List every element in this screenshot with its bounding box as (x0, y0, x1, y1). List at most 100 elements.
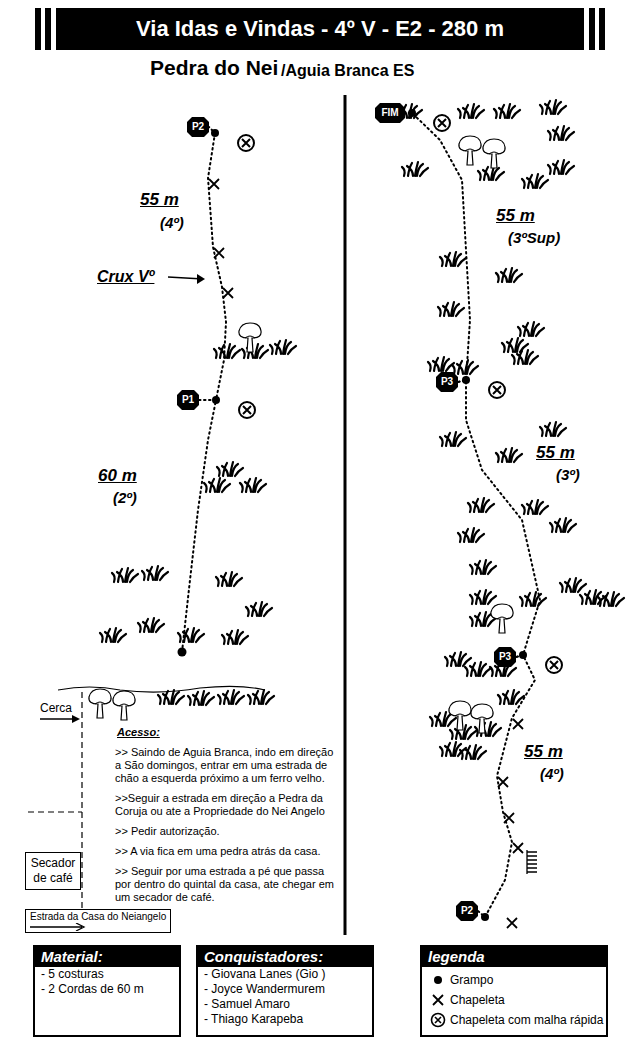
malha-symbol (432, 1014, 445, 1027)
belay-station: P1 (177, 390, 199, 410)
grass-tuft (452, 360, 478, 374)
pitch-grade: (3º) (556, 466, 580, 483)
route-line (478, 655, 535, 917)
grass-tuft (458, 528, 484, 542)
map-box: Estrada da Casa do Neiangelo (25, 909, 171, 933)
grass-tuft (598, 592, 624, 606)
grass-tuft (402, 162, 428, 176)
access-note: >> Saindo de Aguia Branca, indo em direç… (115, 746, 340, 785)
station-name: P1 (177, 390, 199, 410)
box-text: Estrada da Casa do Neiangelo (30, 911, 166, 923)
label: Pedra do Nei (150, 56, 278, 80)
panel-line: - Samuel Amaro (198, 997, 372, 1012)
panel-line: - Giovana Lanes (Gio ) (198, 967, 372, 982)
box-text: Secador de café (28, 856, 78, 886)
octagon-outline (456, 901, 478, 921)
grass-tuft (580, 590, 606, 604)
road-arrow-line (30, 923, 84, 931)
station-name: P3 (436, 372, 458, 392)
belay-station: FIM (375, 103, 405, 123)
grass-tuft (470, 560, 496, 574)
grass-tuft (218, 690, 244, 704)
octagon-outline (494, 647, 516, 667)
pitch-length: 55 m (524, 742, 563, 762)
grass-tuft (440, 742, 466, 756)
route-line (458, 380, 540, 657)
route-line (405, 113, 470, 382)
grass-tuft (204, 478, 230, 492)
legend-symbol (430, 1012, 446, 1028)
panel-heading: Conquistadores: (198, 947, 372, 967)
station-name: P3 (494, 647, 516, 667)
malha-symbol-x (435, 1017, 441, 1023)
chapeleta-symbol (433, 995, 443, 1005)
belay-station: P2 (187, 117, 209, 137)
grass-tuft (240, 478, 266, 492)
label: Cerca (40, 701, 72, 715)
label: /Aguia Branca ES (281, 62, 414, 80)
label: Crux Vº (97, 268, 154, 286)
pitch-grade: (2º) (113, 489, 137, 506)
info-panel: Conquistadores:- Giovana Lanes (Gio )- J… (196, 945, 374, 1037)
grass-tuft (470, 590, 496, 604)
grass-tuft (522, 174, 548, 188)
label: Acesso: (117, 726, 160, 738)
legend-text: Chapeleta (450, 993, 505, 1007)
pitch-grade: (3ºSup) (508, 229, 560, 246)
access-note: >> Seguir por uma estrada a pé que passa… (115, 865, 340, 904)
belay-station: P3 (436, 372, 458, 392)
legend-text: Chapeleta com malha rápida (450, 1013, 603, 1027)
grass-tuft (512, 350, 538, 364)
info-panel: legendaGrampoChapeletaChapeleta com malh… (420, 945, 608, 1037)
panel-line: - Joyce Wandermurem (198, 982, 372, 997)
access-note: >>Seguir a estrada em direção a Pedra da… (115, 792, 340, 818)
grass-tuft (138, 618, 164, 632)
grass-tuft (468, 498, 494, 512)
grass-tuft (540, 422, 566, 436)
octagon-outline (375, 103, 405, 123)
grass-tuft (502, 338, 528, 352)
grass-tuft (216, 572, 242, 586)
panel-line: - 5 costuras (35, 967, 179, 982)
grass-tuft (460, 745, 486, 759)
panel-heading: Material: (35, 947, 179, 967)
access-note: >> A via fica em uma pedra atrás da casa… (115, 845, 340, 858)
panel-heading: legenda (422, 947, 606, 967)
grass-tuft (214, 344, 240, 358)
station-name: P2 (187, 117, 209, 137)
access-note: >> Pedir autorização. (115, 825, 340, 838)
grass-tuft (440, 252, 466, 266)
grass-tuft (498, 690, 524, 704)
grass-tuft (465, 662, 491, 676)
grass-tuft (548, 126, 574, 140)
grass-tuft (520, 592, 546, 606)
grass-tuft (222, 630, 248, 644)
pitch-length: 60 m (98, 466, 137, 486)
octagon-outline (177, 390, 199, 410)
pitch-length: 55 m (536, 443, 575, 463)
grass-tuft (548, 160, 574, 174)
grass-tuft (142, 566, 168, 580)
belay-station: P2 (456, 901, 478, 921)
pitch-grade: (4º) (540, 765, 564, 782)
pitch-length: 55 m (496, 206, 535, 226)
grass-tuft (496, 268, 522, 282)
grass-tuft (248, 690, 274, 704)
grass-tuft (540, 100, 566, 114)
station-name: FIM (375, 103, 405, 123)
grass-tuft (270, 340, 296, 354)
grampo-symbol (434, 976, 442, 984)
grass-tuft (112, 568, 138, 582)
grass-tuft (188, 691, 214, 705)
grass-tuft (522, 500, 548, 514)
pitch-grade: (4º) (160, 214, 184, 231)
grass-tuft (445, 652, 471, 666)
grass-tuft (438, 302, 464, 316)
grass-tuft (496, 448, 522, 462)
grass-tuft (217, 462, 243, 476)
panel-line: - Thiago Karapeba (198, 1012, 372, 1027)
octagon-outline (187, 117, 209, 137)
route-line (199, 127, 226, 400)
grass-tuft (550, 518, 576, 532)
legend-symbol (430, 972, 446, 988)
